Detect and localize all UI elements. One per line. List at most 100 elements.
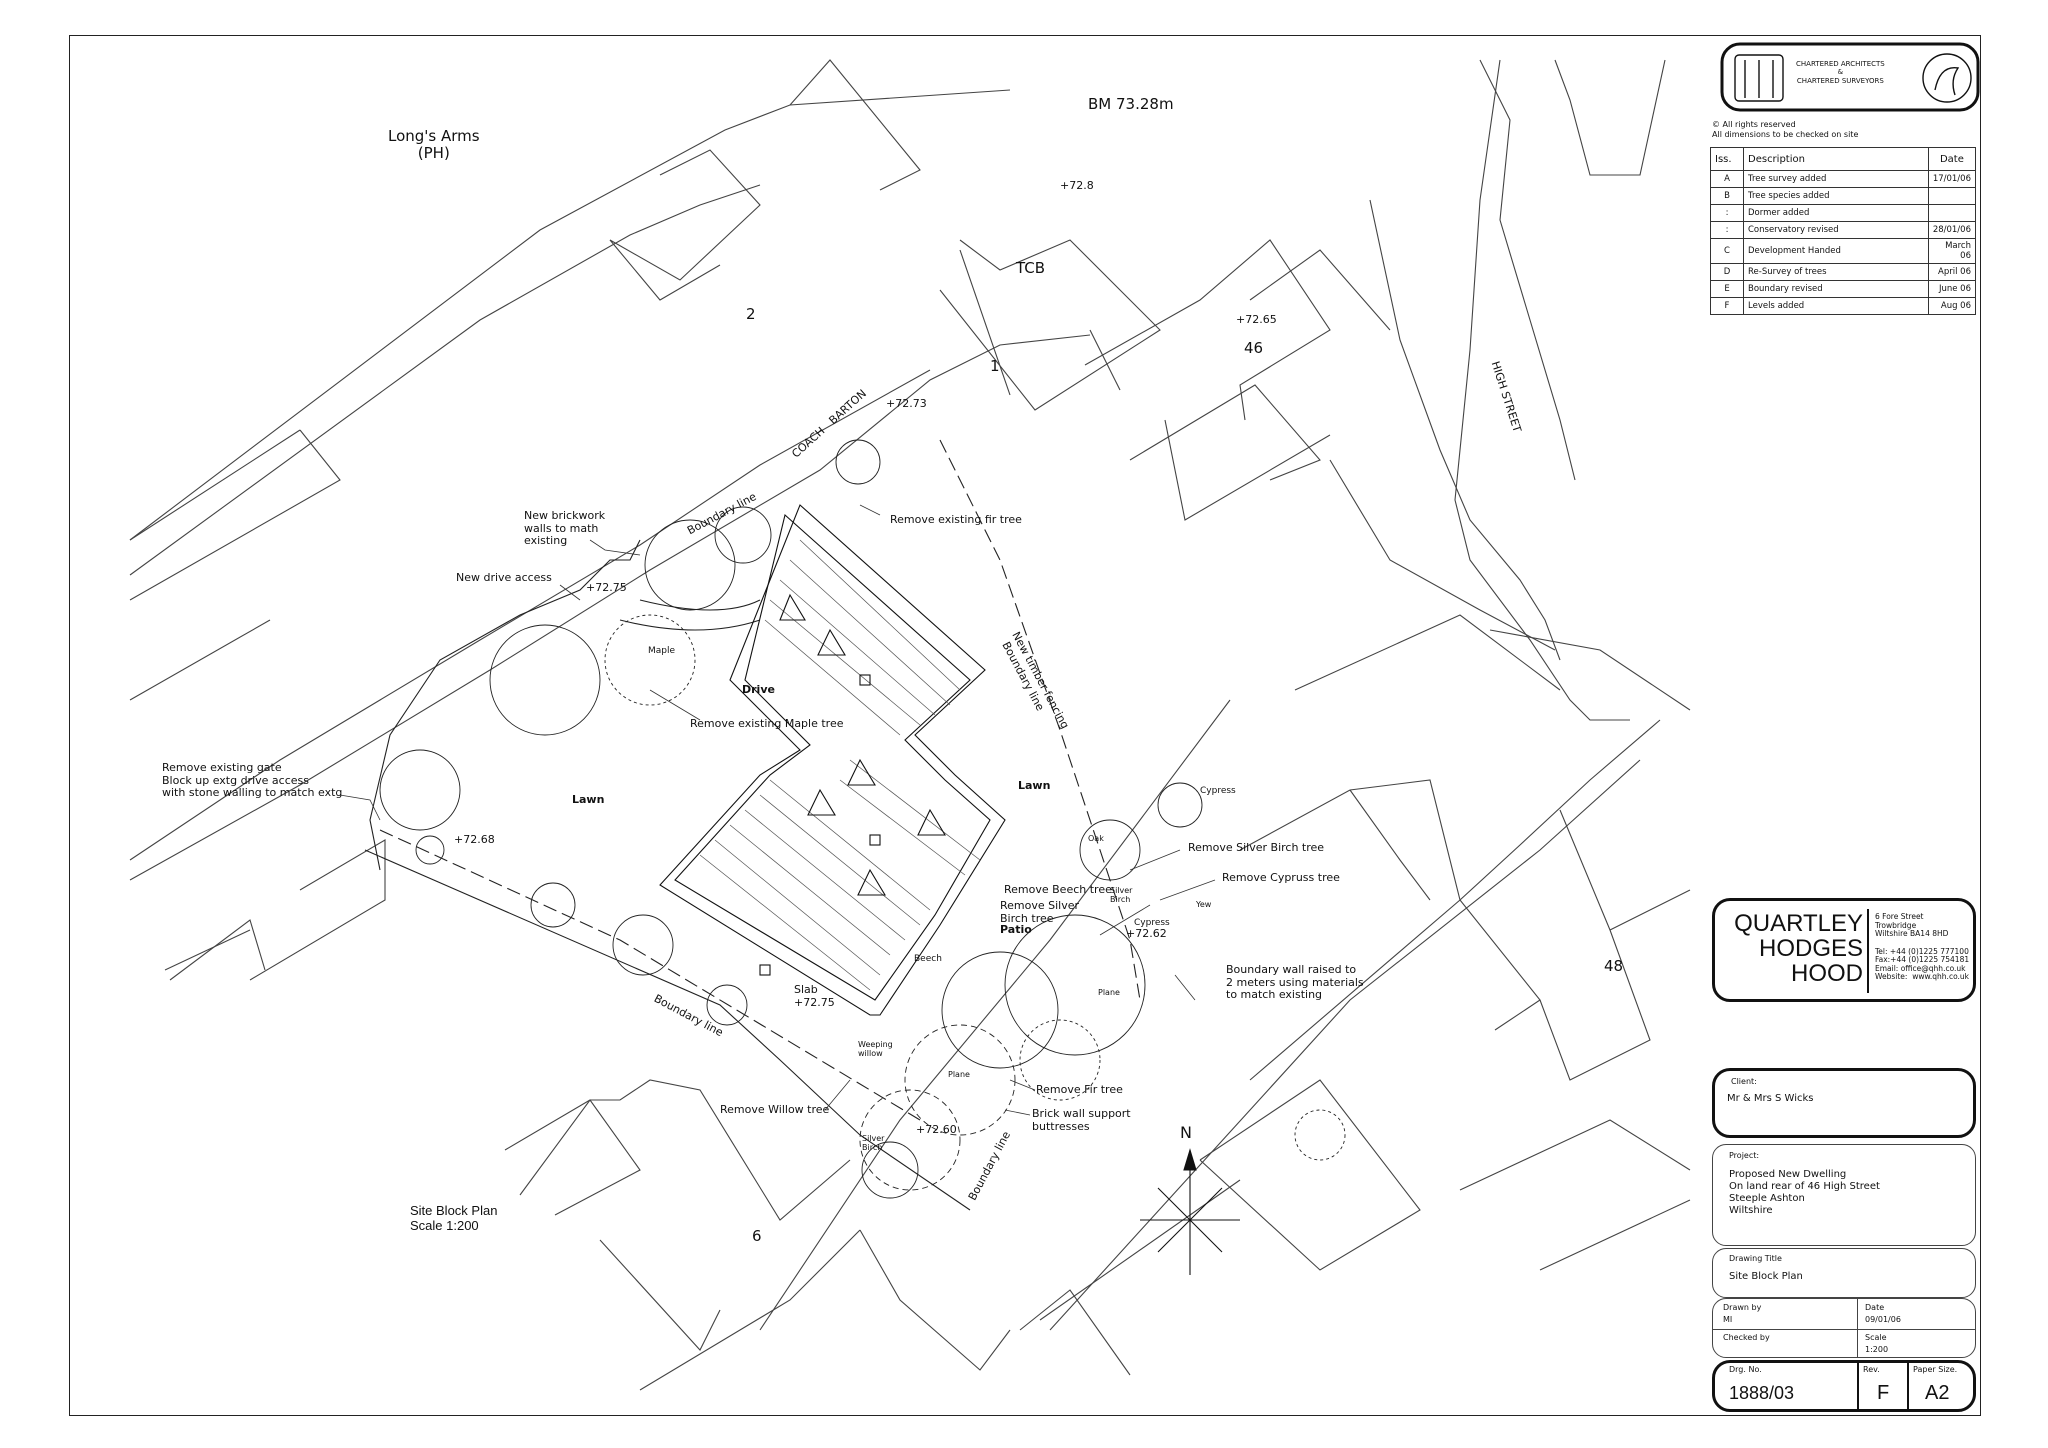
house-number-46: 46 [1244, 339, 1264, 357]
brick-wall-note: Brick wall support buttresses [1032, 1107, 1131, 1133]
date-label: Date [1865, 1303, 1885, 1312]
cypress-label-2: Cypress [1134, 918, 1170, 928]
rev-head-desc: Description [1743, 147, 1929, 171]
rev-iss: : [1710, 204, 1744, 222]
pub-label: Long's Arms (PH) [388, 127, 480, 163]
rev-iss: : [1710, 221, 1744, 239]
drawing-title: Site Block Plan [1729, 1271, 1803, 1282]
rev-desc: Development Handed [1743, 238, 1929, 264]
north-arrow-symbol [1140, 1148, 1240, 1275]
plane-label-1: Plane [1098, 988, 1120, 997]
neighbour-buildings [129, 59, 1691, 1391]
client-label: Client: [1731, 1077, 1757, 1086]
rev-date: March 06 [1927, 238, 1977, 264]
checked-by-label: Checked by [1723, 1333, 1770, 1342]
remove-gate-note: Remove existing gate Block up extg drive… [162, 761, 343, 800]
house-number-6: 6 [752, 1227, 762, 1245]
project-description: Proposed New Dwelling On land rear of 46… [1729, 1169, 1880, 1216]
level-72-73: +72.73 [886, 397, 927, 410]
house-number-48: 48 [1604, 957, 1624, 975]
rev-date: June 06 [1927, 280, 1977, 298]
rev-head-iss: Iss. [1710, 147, 1744, 171]
rev-desc: Re-Survey of trees [1743, 263, 1929, 281]
remove-fir-note-2: Remove Fir tree [1036, 1083, 1123, 1096]
paper-size-label: Paper Size. [1913, 1365, 1958, 1374]
firm-divider [1867, 909, 1869, 993]
rev-iss: E [1710, 280, 1744, 298]
maple-label: Maple [648, 646, 676, 656]
oak-label: Oak [1088, 834, 1104, 843]
remove-cypress-note: Remove Cypruss tree [1222, 871, 1340, 884]
north-label: N [1180, 1123, 1192, 1142]
annotation-leaders [339, 504, 1216, 1116]
coach-barton-road [129, 334, 1091, 881]
rev-desc: Tree species added [1743, 187, 1929, 205]
trees [379, 439, 1346, 1199]
practice-credentials: CHARTERED ARCHITECTS & CHARTERED SURVEYO… [1796, 60, 1885, 85]
drawing-caption: Site Block Plan Scale 1:200 [410, 1203, 498, 1233]
benchmark-label: BM 73.28m [1088, 95, 1174, 113]
new-drive-access-note: New drive access [456, 571, 552, 584]
firm-name: QUARTLEY HODGES HOOD [1734, 910, 1863, 988]
date-value: 09/01/06 [1865, 1315, 1901, 1324]
dwelling-footprint [659, 504, 1006, 1016]
plane-label-2: Plane [948, 1070, 970, 1079]
panel-divider-h [1713, 1329, 1975, 1330]
rev-label: Rev. [1863, 1365, 1880, 1374]
practice-logo-graphics [1720, 42, 1980, 112]
rev-date: April 06 [1927, 263, 1977, 281]
rev-date [1927, 187, 1977, 205]
rev-iss: B [1710, 187, 1744, 205]
silver-birch-label: Silver Birch [1110, 886, 1133, 905]
rev-date: 28/01/06 [1927, 221, 1977, 239]
project-panel: Project: Proposed New Dwelling On land r… [1712, 1144, 1976, 1246]
remove-fir-note: Remove existing fir tree [890, 513, 1022, 526]
cypress-label: Cypress [1200, 786, 1236, 796]
rev-iss: D [1710, 263, 1744, 281]
house-number-2: 2 [746, 305, 756, 323]
firm-panel: QUARTLEY HODGES HOOD 6 Fore Street Trowb… [1712, 898, 1976, 1002]
level-72-60: +72.60 [916, 1123, 957, 1136]
remove-maple-note: Remove existing Maple tree [690, 717, 844, 730]
drawing-number-panel: Drg. No. 1888/03 Rev. F Paper Size. A2 [1712, 1360, 1976, 1412]
new-brickwork-note: New brickwork walls to math existing [524, 509, 606, 548]
drg-no-label: Drg. No. [1729, 1365, 1762, 1374]
revision-row: :Dormer added [1710, 204, 1977, 222]
lawn-label-east: Lawn [1018, 779, 1051, 792]
beech-label: Beech [914, 954, 942, 964]
rev-desc: Dormer added [1743, 204, 1929, 222]
firm-address: 6 Fore Street Trowbridge Wiltshire BA14 … [1875, 912, 1970, 982]
rev-date [1927, 204, 1977, 222]
scale-label: Scale [1865, 1333, 1887, 1342]
rev-iss: A [1710, 170, 1744, 188]
rev-date: 17/01/06 [1927, 170, 1977, 188]
drive-label: Drive [742, 683, 775, 696]
drawn-checked-panel: Drawn by MI Date 09/01/06 Checked by Sca… [1712, 1298, 1976, 1358]
scale-value: 1:200 [1865, 1345, 1889, 1354]
rev-value: F [1877, 1382, 1890, 1404]
drawn-by-value: MI [1723, 1315, 1733, 1324]
patio-label: Patio [1000, 923, 1032, 936]
remove-silver-birch-note-2: Remove Silver Birch tree [1000, 899, 1080, 925]
drawing-sheet-border [69, 35, 1981, 1416]
panel-divider-v [1857, 1299, 1858, 1357]
drg-divider-2 [1907, 1363, 1909, 1411]
boundary-wall-note: Boundary wall raised to 2 meters using m… [1226, 963, 1364, 1002]
rev-date: Aug 06 [1927, 297, 1977, 315]
slab-level-label: Slab +72.75 [794, 983, 835, 1009]
drawing-title-panel: Drawing Title Site Block Plan [1712, 1248, 1976, 1298]
remove-beech-note: Remove Beech tree [1004, 883, 1112, 896]
rev-desc: Levels added [1743, 297, 1929, 315]
high-street-kerb [759, 59, 1661, 1331]
rev-desc: Conservatory revised [1743, 221, 1929, 239]
level-72-65: +72.65 [1236, 313, 1277, 326]
rights-note: © All rights reserved All dimensions to … [1712, 120, 1859, 139]
drg-divider-1 [1857, 1363, 1859, 1411]
rev-desc: Boundary revised [1743, 280, 1929, 298]
